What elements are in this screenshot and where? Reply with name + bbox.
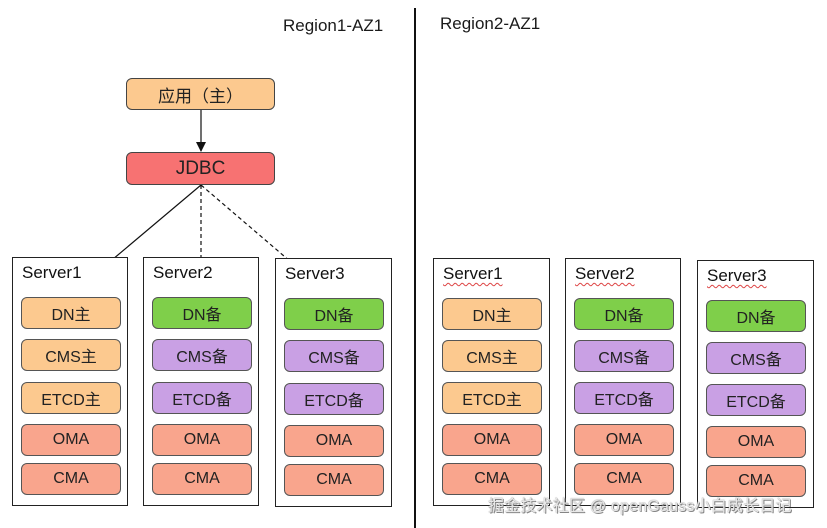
component-dn-standby: DN备 — [706, 300, 806, 332]
server-name: Server1 — [22, 263, 82, 282]
arrow-jdbc-to-server3-dn — [200, 184, 334, 299]
server-name: Server3 — [707, 266, 767, 285]
region2-server2: Server2 DN备 CMS备 ETCD备 OMA CMA — [565, 258, 681, 506]
region1-server3: Server3 DN备 CMS备 ETCD备 OMA CMA — [275, 258, 392, 507]
region2-server1: Server1 DN主 CMS主 ETCD主 OMA CMA — [433, 258, 550, 506]
component-dn-primary: DN主 — [21, 297, 121, 329]
component-cma: CMA — [284, 464, 384, 496]
component-cma: CMA — [442, 463, 542, 495]
component-oma: OMA — [152, 424, 252, 456]
component-oma: OMA — [21, 424, 121, 456]
component-cms-primary: CMS主 — [442, 340, 542, 372]
component-etcd-standby: ETCD备 — [574, 382, 674, 414]
region1-server2: Server2 DN备 CMS备 ETCD备 OMA CMA — [143, 257, 259, 506]
region1-server1: Server1 DN主 CMS主 ETCD主 OMA CMA — [12, 257, 128, 506]
component-cms-standby: CMS备 — [706, 342, 806, 374]
component-cms-standby: CMS备 — [284, 340, 384, 372]
component-cma: CMA — [152, 463, 252, 495]
component-cms-standby: CMS备 — [574, 340, 674, 372]
component-oma: OMA — [284, 425, 384, 457]
server-name: Server3 — [285, 264, 345, 283]
component-dn-standby: DN备 — [574, 298, 674, 330]
component-cms-standby: CMS备 — [152, 339, 252, 371]
server-name: Server1 — [443, 264, 503, 283]
server-name: Server2 — [153, 263, 213, 282]
component-dn-standby: DN备 — [284, 298, 384, 330]
component-oma: OMA — [706, 426, 806, 458]
app-primary-node: 应用（主） — [126, 78, 275, 110]
component-etcd-primary: ETCD主 — [21, 382, 121, 414]
region-divider — [414, 8, 416, 528]
component-dn-standby: DN备 — [152, 297, 252, 329]
component-dn-primary: DN主 — [442, 298, 542, 330]
component-etcd-primary: ETCD主 — [442, 382, 542, 414]
component-etcd-standby: ETCD备 — [152, 382, 252, 414]
jdbc-node: JDBC — [126, 152, 275, 185]
component-cma: CMA — [574, 463, 674, 495]
watermark-text: 掘金技术社区 @ openGauss小白成长日记 — [488, 498, 792, 515]
component-etcd-standby: ETCD备 — [284, 383, 384, 415]
region1-title: Region1-AZ1 — [283, 16, 384, 35]
server-name: Server2 — [575, 264, 635, 283]
component-cms-primary: CMS主 — [21, 339, 121, 371]
component-etcd-standby: ETCD备 — [706, 384, 806, 416]
region2-title: Region2-AZ1 — [440, 14, 541, 33]
component-cma: CMA — [706, 465, 806, 497]
region2-server3: Server3 DN备 CMS备 ETCD备 OMA CMA — [697, 260, 814, 508]
component-cma: CMA — [21, 463, 121, 495]
component-oma: OMA — [574, 424, 674, 456]
component-oma: OMA — [442, 424, 542, 456]
